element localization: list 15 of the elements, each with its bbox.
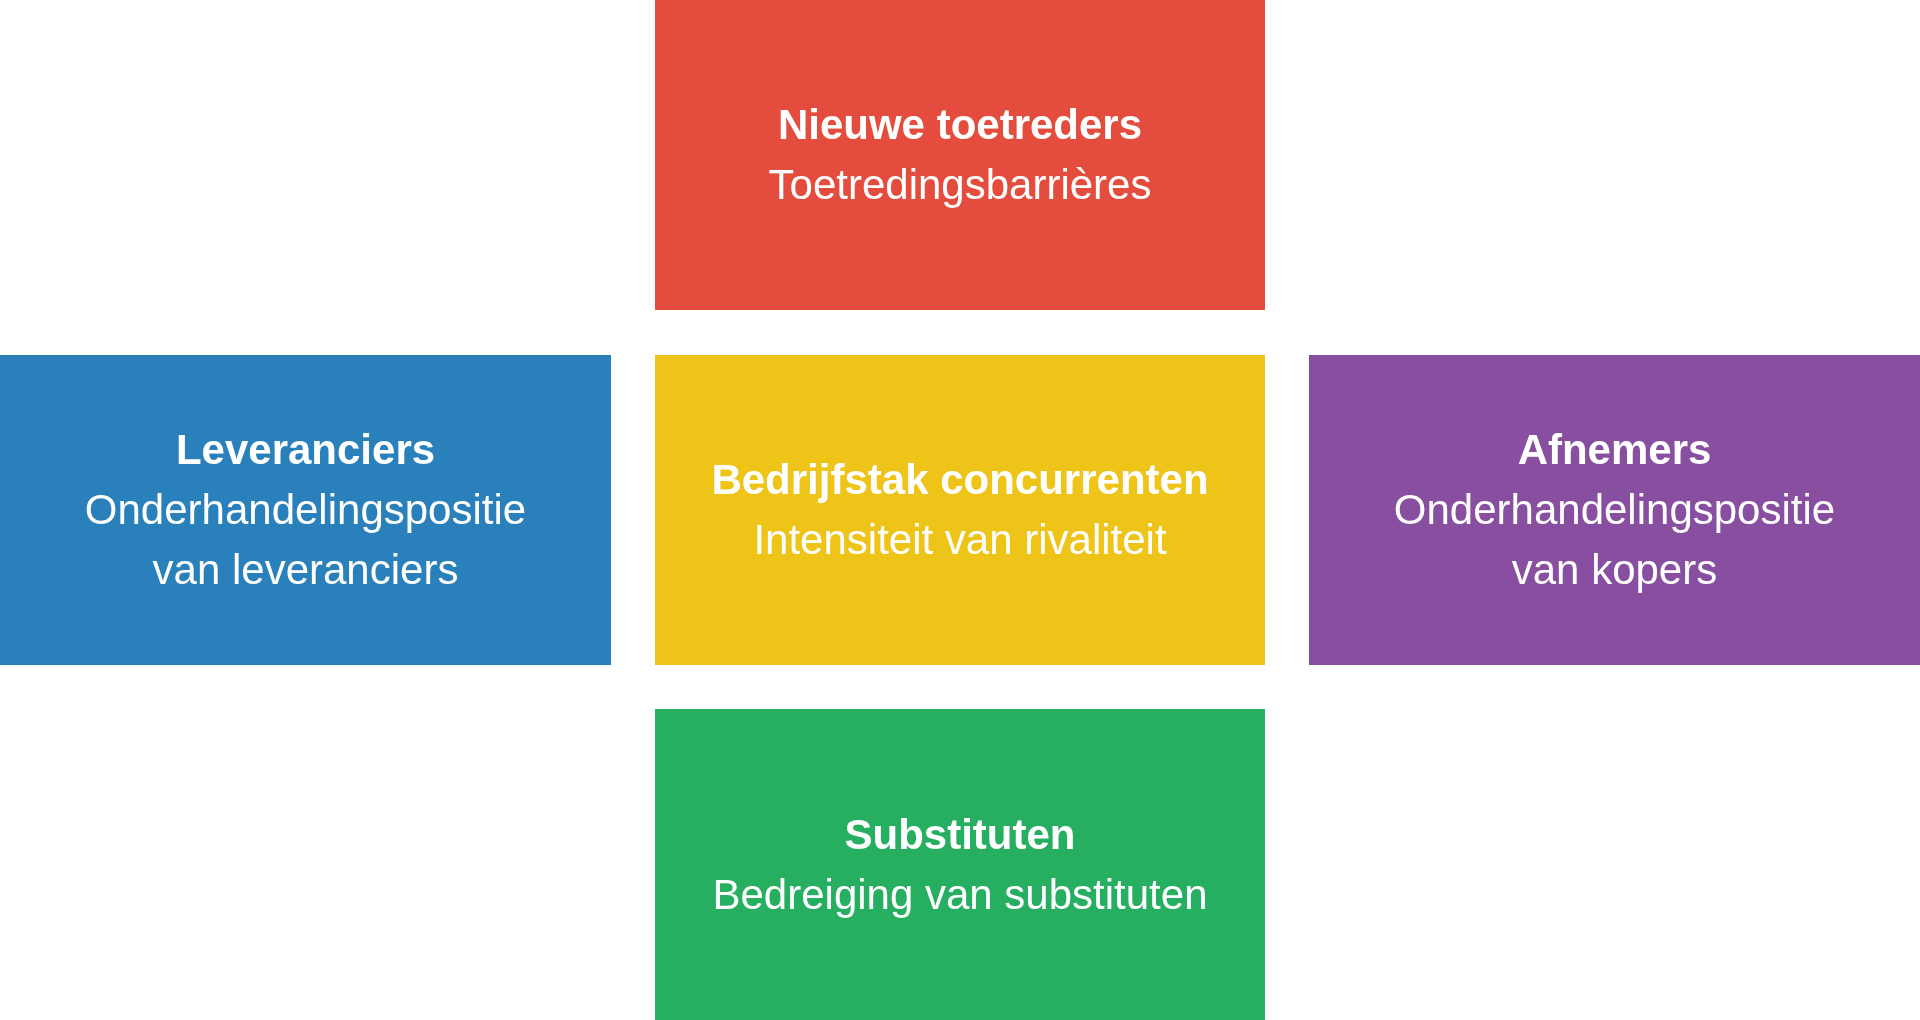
heading-text: Afnemers [1517, 425, 1712, 475]
heading-text: Nieuwe toetreders [777, 100, 1143, 150]
heading-text: Bedrijfstak concurrenten [711, 455, 1209, 505]
force-panel [0, 355, 611, 665]
description-text: Bedreiging van substituten [712, 869, 1208, 920]
description-text: Intensiteit van rivaliteit [753, 515, 1167, 565]
force-panel [655, 355, 1265, 665]
force-panel [1309, 355, 1920, 665]
force-panel [655, 709, 1265, 1020]
description-text: Toetredingsbarrières [768, 160, 1152, 210]
heading-text: Leveranciers [175, 425, 436, 475]
description-text: Onderhandelingspositie van kopers [1392, 485, 1837, 595]
heading-text: Substituten [844, 809, 1076, 860]
description-text: Onderhandelingspositie van leveranciers [83, 485, 528, 595]
force-panel [655, 0, 1265, 310]
